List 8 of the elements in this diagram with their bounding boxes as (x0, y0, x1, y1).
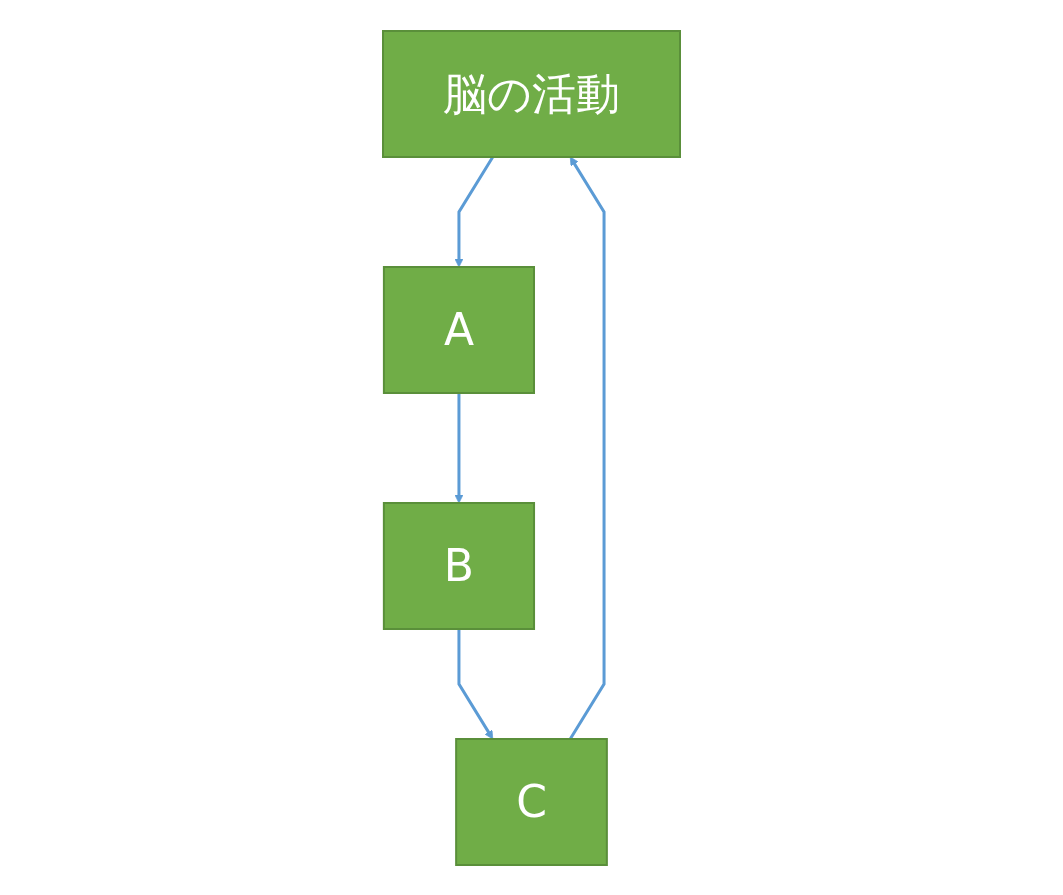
arrow (454, 392, 464, 503)
node-box: A (382, 265, 535, 394)
node-box: C (455, 737, 608, 866)
arrow (457, 628, 494, 739)
arrow (568, 156, 606, 740)
node-box: B (382, 501, 536, 630)
node-box: 脳の活動 (382, 29, 681, 158)
arrow (454, 155, 495, 267)
